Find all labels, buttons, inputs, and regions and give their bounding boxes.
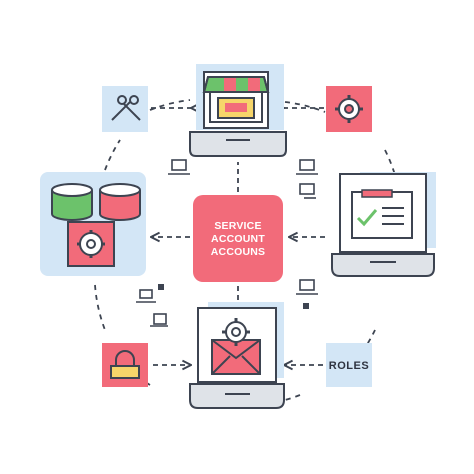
center-line-1: SERVICE	[214, 219, 262, 232]
lock-badge	[102, 343, 148, 387]
center-line-2: ACCOUNT	[211, 232, 265, 245]
laptop-shop	[189, 64, 287, 157]
center-links	[150, 108, 325, 365]
magic-wand-icon	[111, 95, 141, 121]
roles-badge	[326, 343, 372, 387]
center-box	[193, 195, 283, 282]
database-gear-icon	[51, 183, 141, 267]
roles-label: ROLES	[328, 360, 370, 372]
laptop-document	[331, 172, 436, 277]
gear-icon	[335, 95, 363, 123]
database-panel	[40, 172, 146, 276]
magic-badge	[102, 86, 148, 132]
shop-icon	[202, 76, 270, 123]
laptop-email	[189, 302, 285, 409]
email-gear-icon	[211, 318, 261, 375]
checklist-document-icon	[351, 189, 413, 239]
center-label: SERVICE ACCOUNT ACCOUNS	[193, 196, 283, 282]
center-line-3: ACCOUNS	[210, 245, 266, 258]
settings-badge	[326, 86, 372, 132]
lock-icon	[110, 350, 140, 379]
mini-monitor-icons	[136, 159, 318, 327]
